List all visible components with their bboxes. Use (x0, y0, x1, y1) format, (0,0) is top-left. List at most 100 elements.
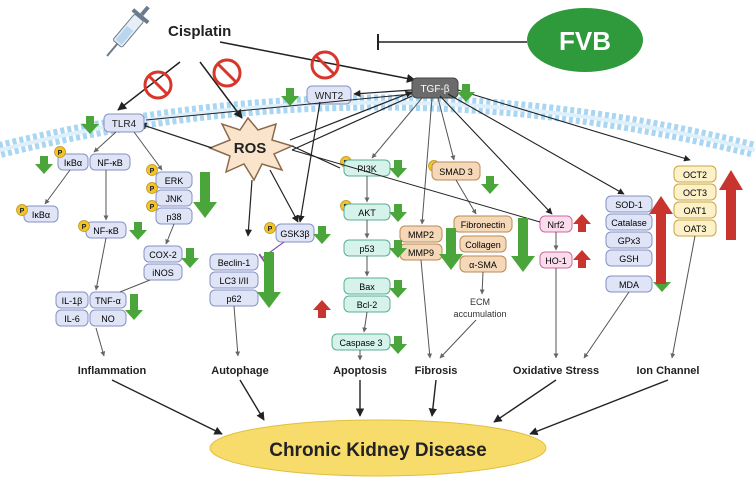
arrow-tlr4-erk (133, 131, 163, 171)
svg-text:Beclin-1: Beclin-1 (218, 258, 251, 268)
outcome-apoptosis: Apoptosis (333, 365, 387, 377)
svg-text:p62: p62 (226, 294, 241, 304)
outcome-inflammation: Inflammation (78, 365, 147, 377)
svg-text:LC3 I/II: LC3 I/II (219, 276, 248, 286)
svg-text:COX-2: COX-2 (149, 250, 177, 260)
ecm-label: ECM (470, 297, 490, 307)
arrow-tgfb-mmp (419, 97, 433, 225)
svg-text:IκBα: IκBα (64, 158, 82, 168)
svg-text:P: P (82, 224, 87, 231)
outcome-oxidative: Oxidative Stress (513, 365, 599, 377)
svg-text:GPx3: GPx3 (618, 236, 641, 246)
svg-text:α-SMA: α-SMA (469, 260, 497, 270)
outcome-fibrosis: Fibrosis (415, 365, 458, 377)
outcome-labels: Inflammation Autophage Apoptosis Fibrosi… (78, 365, 700, 377)
svg-text:p38: p38 (166, 212, 181, 222)
arrow-tgfb-ros (291, 95, 413, 151)
arrow-tlr4-nfkb (93, 131, 117, 153)
svg-text:P: P (150, 186, 155, 193)
svg-text:ERK: ERK (165, 176, 184, 186)
smad3-node: SMAD 3 (431, 161, 481, 181)
ecm-accumulation-label: accumulation (453, 309, 506, 319)
svg-text:MDA: MDA (619, 280, 639, 290)
svg-text:OCT2: OCT2 (683, 170, 707, 180)
gsk3b-node: GSK3β (275, 223, 315, 243)
arrow-tgfb-sod (447, 93, 625, 195)
svg-text:P: P (268, 226, 273, 233)
syringe-icon (106, 5, 150, 57)
arrow-ros-nrf2 (291, 149, 541, 223)
fvb-node: FVB (527, 8, 643, 72)
svg-text:NF-κB: NF-κB (97, 158, 123, 168)
up-arrow-icons (313, 170, 743, 318)
svg-text:ROS: ROS (234, 140, 267, 157)
svg-text:Fibronectin: Fibronectin (461, 220, 506, 230)
arrow-ecm-fibrosis (439, 319, 477, 359)
arrow-ros-beclin (244, 179, 253, 237)
svg-text:NO: NO (101, 314, 115, 324)
ckd-label: Chronic Kidney Disease (269, 440, 487, 461)
arrow-mmp-fibrosis (420, 259, 433, 359)
arrow-ros-tlr4 (139, 122, 213, 149)
cisplatin-label: Cisplatin (168, 23, 231, 40)
cytokine-grid: IL-1β TNF-α IL-6 NO (55, 291, 127, 327)
nfkb-node: NF-κB (85, 221, 127, 239)
arrow-cisplatin-ros (199, 61, 243, 119)
arrow-ros-gsk (269, 169, 299, 223)
svg-text:TGF-β: TGF-β (420, 84, 449, 95)
svg-text:Nrf2: Nrf2 (547, 220, 564, 230)
outcome-autophage: Autophage (211, 365, 268, 377)
svg-text:Collagen: Collagen (465, 240, 501, 250)
arrow-bcl2-caspase (362, 311, 368, 333)
arrow-cisplatin-tgfb (219, 41, 416, 83)
arrow-to-cytokines (94, 237, 107, 291)
nrf2-ho1-stack: Nrf2 HO-1 (539, 215, 573, 269)
arrow-inos-no (119, 279, 151, 293)
arrow-tgfb-wnt2 (353, 89, 413, 98)
arrow-to-inflammation (95, 327, 106, 357)
arrow-tgfb-oct (457, 89, 691, 162)
svg-text:PI3K: PI3K (357, 164, 377, 174)
arrow-to-cox2 (165, 223, 175, 245)
transporter-stack: OCT2 OCT3 OAT1 OAT3 (673, 165, 717, 237)
ikba-node: IκBα (23, 205, 59, 223)
svg-text:iNOS: iNOS (152, 268, 174, 278)
wnt2-node: WNT2 (306, 85, 352, 105)
svg-text:AKT: AKT (358, 208, 376, 218)
svg-text:P: P (150, 204, 155, 211)
svg-text:NF-κB: NF-κB (93, 226, 119, 236)
arrow-tgfb-tlr4 (145, 93, 413, 121)
svg-text:MMP2: MMP2 (408, 230, 434, 240)
svg-text:GSK3β: GSK3β (280, 229, 309, 239)
svg-text:TNF-α: TNF-α (95, 296, 121, 306)
mmp-stack: MMP2 MMP9 (399, 225, 443, 261)
svg-text:SOD-1: SOD-1 (615, 200, 643, 210)
svg-text:SMAD 3: SMAD 3 (439, 167, 473, 177)
svg-text:GSH: GSH (619, 254, 639, 264)
arrow-tgfb-nrf2 (439, 95, 553, 215)
svg-text:P: P (20, 208, 25, 215)
arrow-cisplatin-tlr4 (117, 61, 181, 111)
svg-text:IL-1β: IL-1β (62, 296, 83, 306)
tgfb-node: TGF-β (411, 77, 459, 99)
cox2-inos-stack: COX-2 iNOS (143, 245, 183, 281)
no-sign-icon (143, 70, 173, 100)
svg-text:JNK: JNK (165, 194, 182, 204)
ikba-nfkb-complex: IκBα NF-κB (57, 153, 131, 171)
arrow-wnt2-gsk (297, 101, 321, 223)
down-arrow-icons (35, 84, 671, 354)
svg-text:p53: p53 (359, 244, 374, 254)
svg-text:Catalase: Catalase (611, 218, 647, 228)
svg-text:TLR4: TLR4 (112, 119, 137, 130)
tlr4-node: TLR4 (103, 113, 145, 133)
svg-text:OCT3: OCT3 (683, 188, 707, 198)
arrow-mda-oxidative (583, 291, 630, 359)
svg-text:Caspase 3: Caspase 3 (339, 338, 382, 348)
outcome-ion-channel: Ion Channel (637, 365, 700, 377)
mda-node: MDA (605, 275, 653, 293)
svg-text:MMP9: MMP9 (408, 248, 434, 258)
svg-text:Bax: Bax (359, 282, 375, 292)
svg-text:OAT1: OAT1 (684, 206, 707, 216)
arrow-tgfb-pi3k (371, 97, 423, 159)
